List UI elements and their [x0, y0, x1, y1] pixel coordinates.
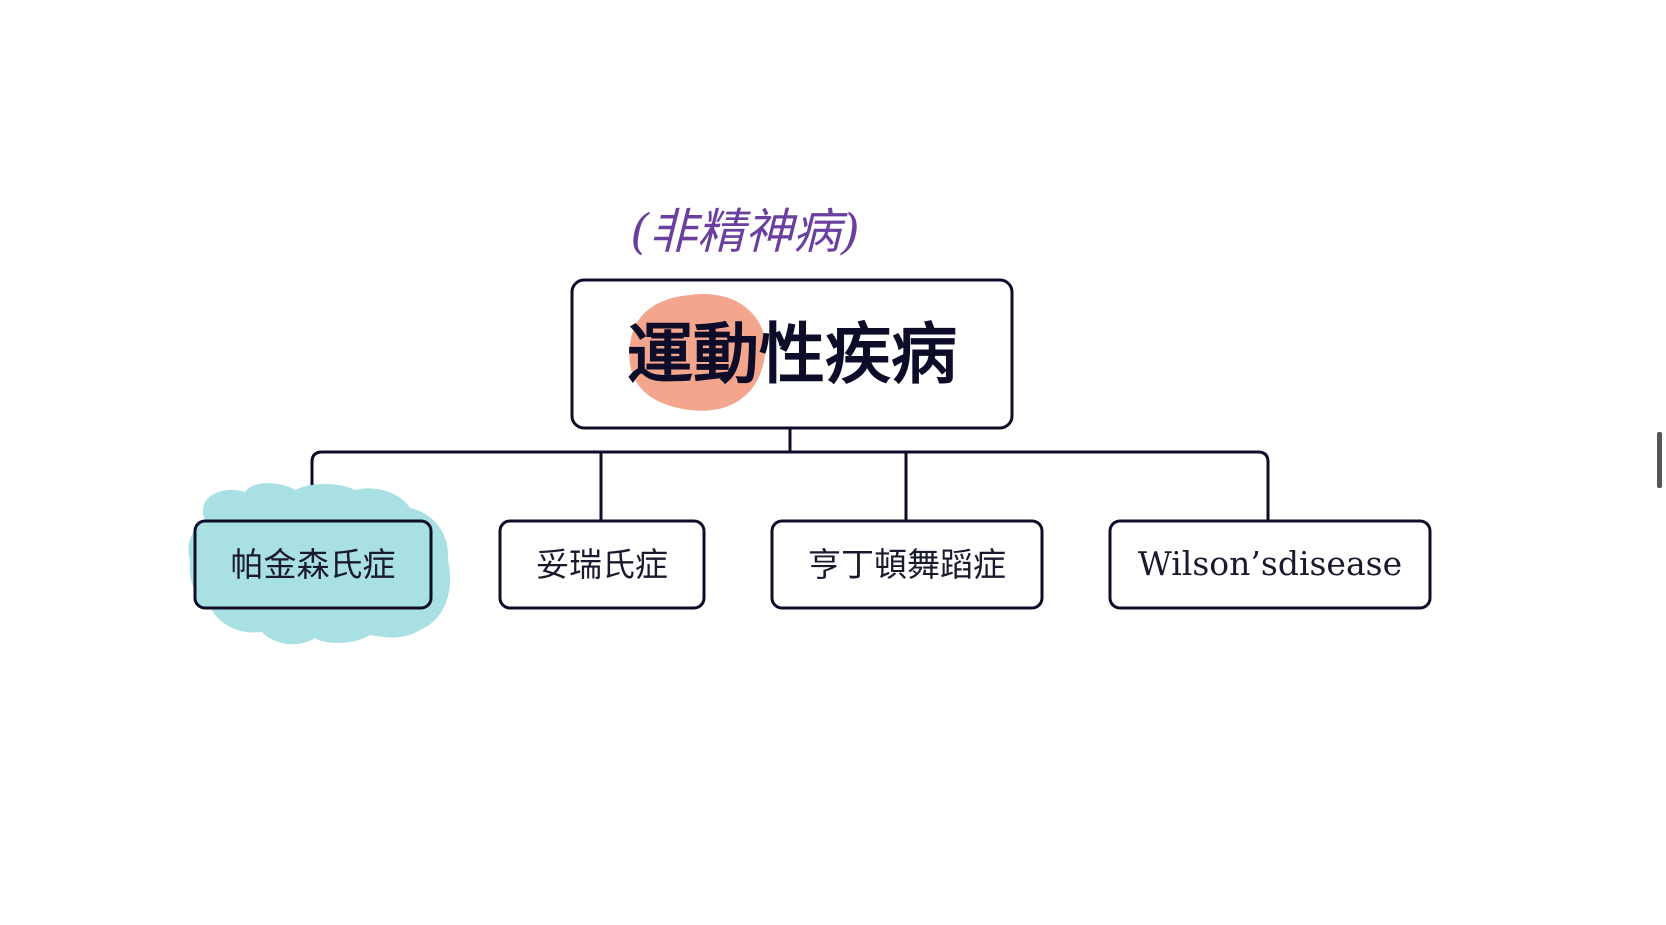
child-node-box: [1108, 519, 1432, 610]
child-node-label: 亨丁頓舞蹈症: [808, 545, 1006, 584]
child-node-label: 帕金森氏症: [231, 545, 396, 584]
child-node-wilson: Wilson’sdisease: [1108, 519, 1432, 610]
connector-lines: [310, 426, 1270, 523]
root-node-label: 運動性疾病: [627, 316, 957, 393]
child-node-huntington: 亨丁頓舞蹈症: [770, 519, 1044, 610]
root-highlight-blob: [629, 294, 766, 411]
child-node-box: [770, 519, 1044, 610]
child-node-box: [498, 519, 706, 610]
child-node-parkinsons: 帕金森氏症: [188, 483, 451, 645]
child-node-box: [193, 519, 433, 610]
child-node-tourette: 妥瑞氏症: [498, 519, 706, 610]
child-node-label: 妥瑞氏症: [536, 545, 668, 584]
handwritten-annotation: (非精神病): [630, 204, 859, 260]
scrollbar-thumb[interactable]: [1657, 432, 1662, 488]
root-node: 運動性疾病: [570, 278, 1014, 430]
child-node-label: Wilson’sdisease: [1138, 544, 1402, 583]
horizontal-bus: [310, 450, 1270, 523]
